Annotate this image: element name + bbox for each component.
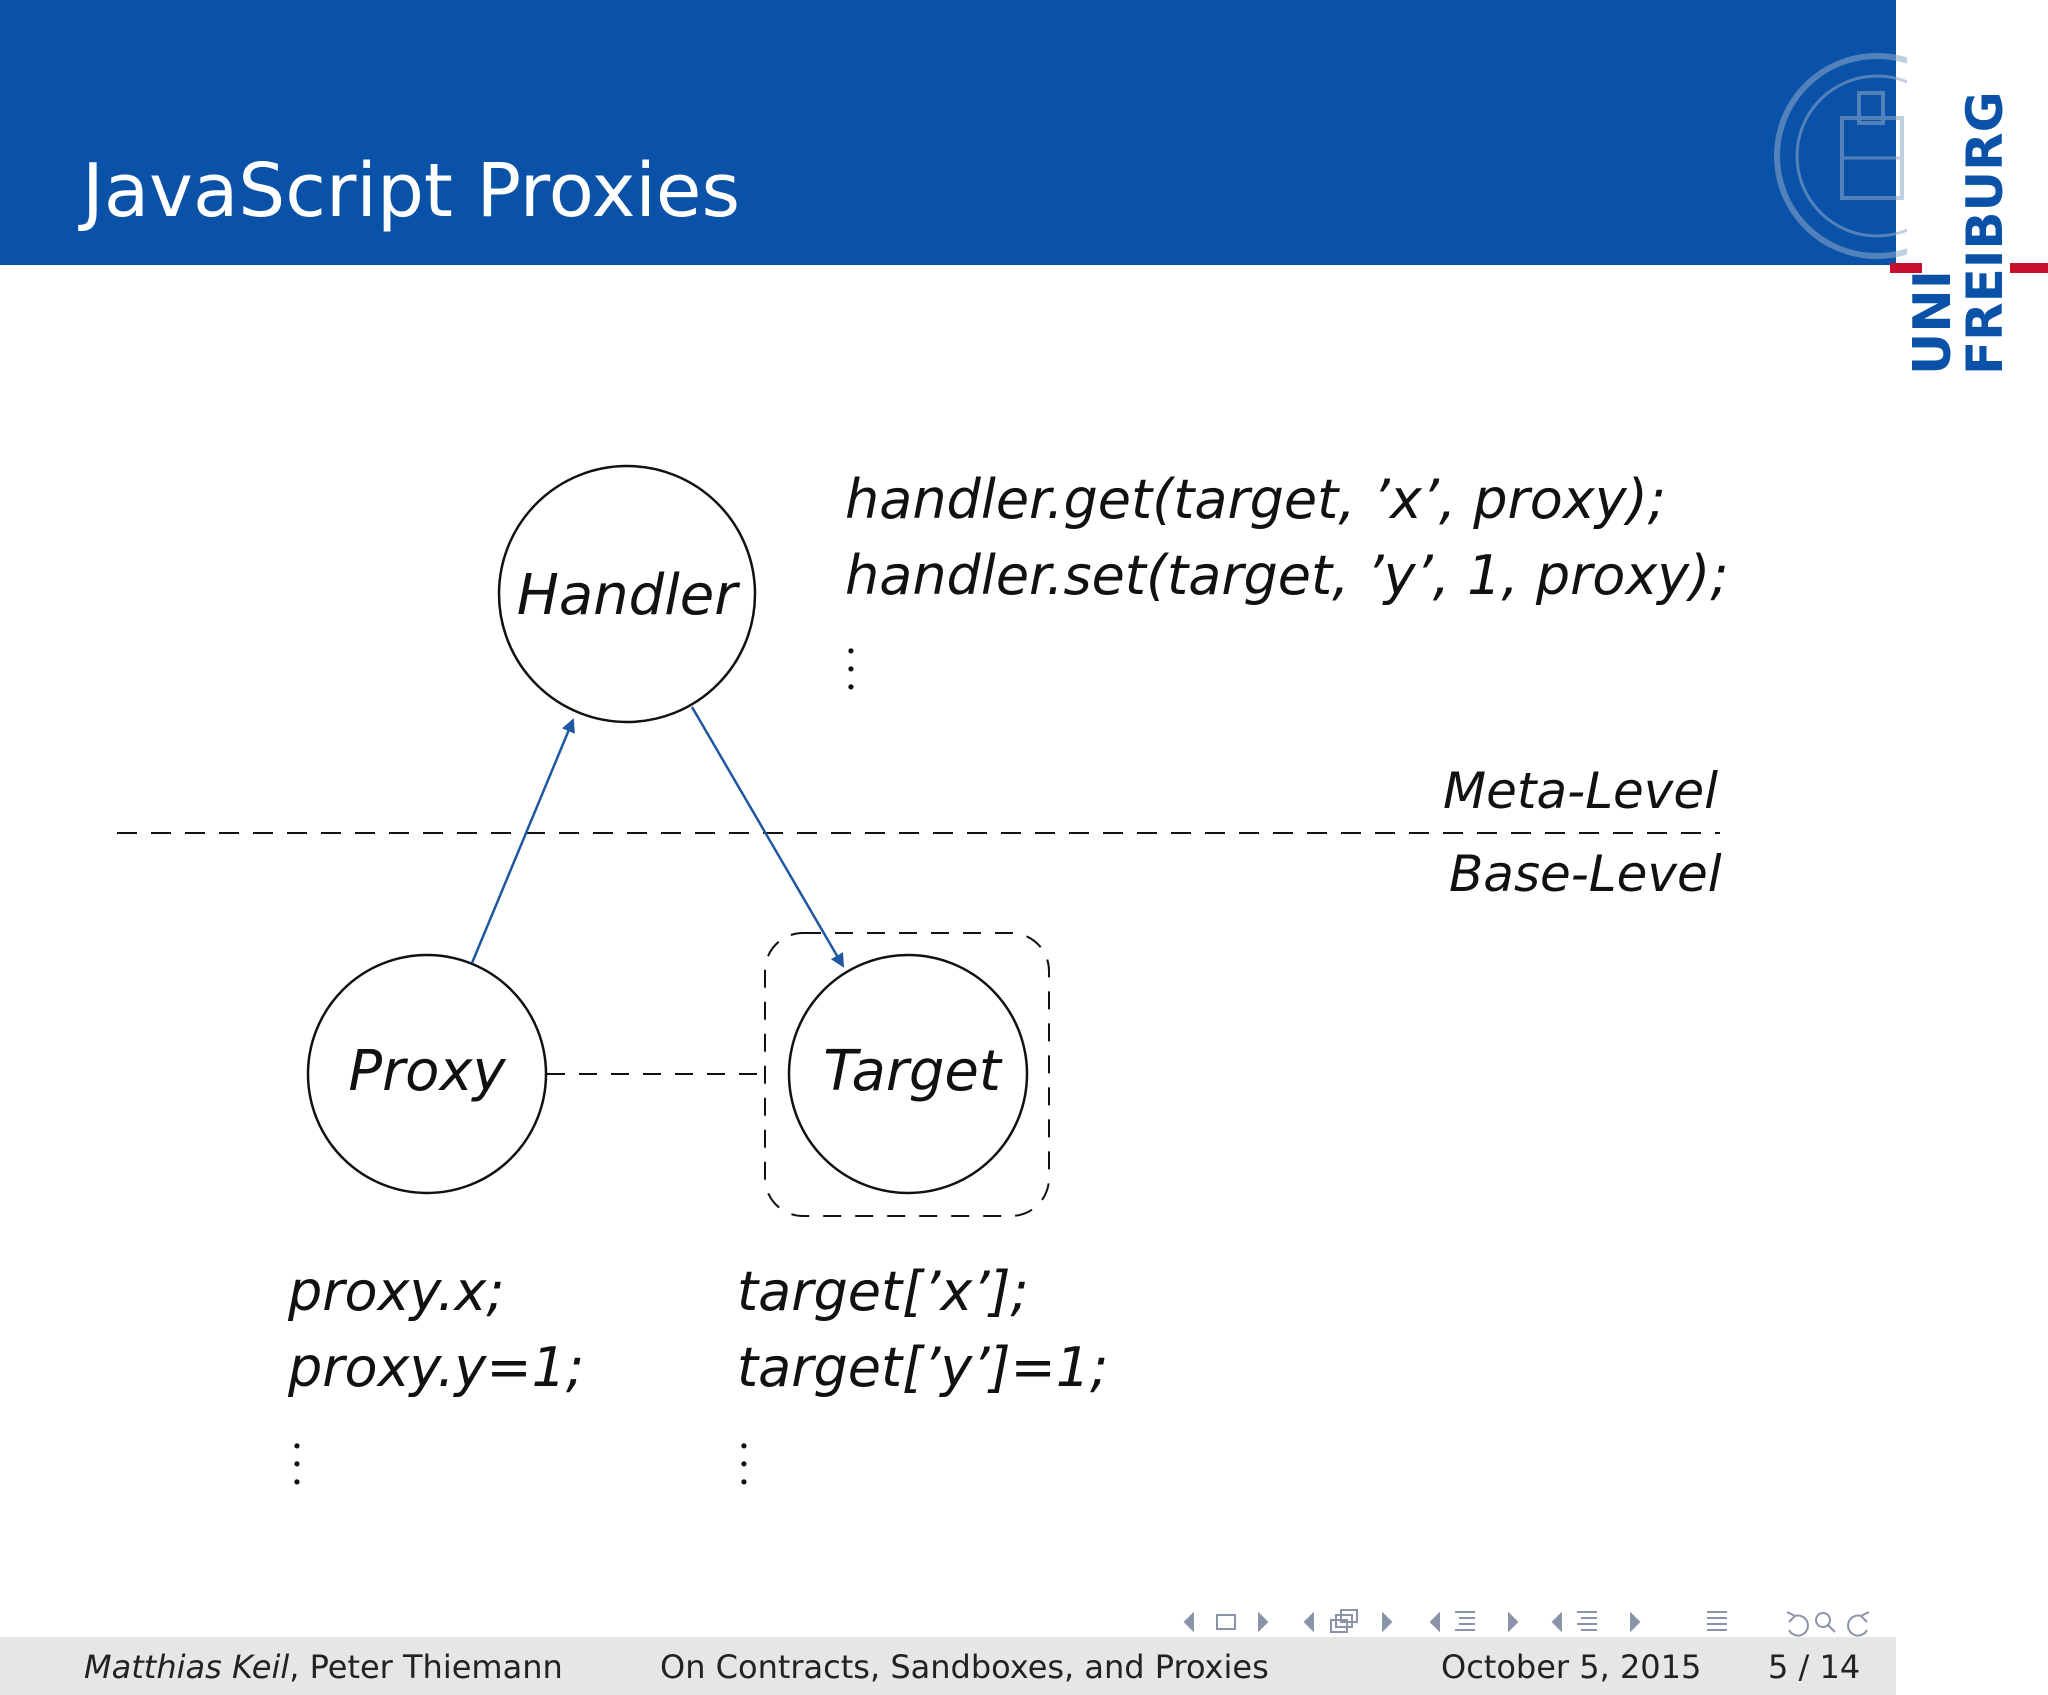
footer-date: October 5, 2015 bbox=[1441, 1648, 1702, 1686]
nav-search-icon[interactable] bbox=[1815, 1612, 1836, 1633]
proxy-set-line: proxy.y=1; bbox=[288, 1336, 585, 1399]
nav-subsection-icon[interactable] bbox=[1455, 1611, 1475, 1631]
handler-node: Handler bbox=[497, 464, 757, 724]
logo-freiburg-text: FREIBURG bbox=[1956, 95, 2014, 375]
proxy-code-ellipsis: ··· bbox=[290, 1424, 304, 1506]
uni-freiburg-logo: UNI FREIBURG bbox=[1890, 95, 2048, 375]
handler-to-target-arrow bbox=[690, 706, 845, 968]
nav-prev-frame-icon[interactable] bbox=[1303, 1611, 1314, 1633]
target-code-block: target[’x’]; target[’y’]=1; bbox=[737, 1254, 1108, 1406]
nav-next-section-icon[interactable] bbox=[1630, 1611, 1641, 1633]
proxy-to-handler-arrow bbox=[470, 718, 575, 964]
handler-code-block: handler.get(target, ’x’, proxy); handler… bbox=[845, 462, 1729, 614]
nav-next-slide-icon[interactable] bbox=[1258, 1611, 1269, 1633]
logo-background bbox=[1896, 0, 2048, 1695]
footer-page-number: 5 / 14 bbox=[1768, 1648, 1861, 1686]
footer-author: Matthias Keil, Peter Thiemann bbox=[84, 1648, 563, 1686]
handler-get-line: handler.get(target, ’x’, proxy); bbox=[845, 468, 1666, 531]
meta-level-label: Meta-Level bbox=[1443, 762, 1719, 820]
nav-next-frame-icon[interactable] bbox=[1382, 1611, 1393, 1633]
nav-prev-slide-icon[interactable] bbox=[1183, 1611, 1194, 1633]
proxy-code-block: proxy.x; proxy.y=1; bbox=[288, 1254, 584, 1406]
target-label: Target bbox=[823, 1039, 1003, 1104]
proxy-node: Proxy bbox=[306, 953, 548, 1195]
handler-set-line: handler.set(target, ’y’, 1, proxy); bbox=[845, 544, 1729, 607]
slide-header: JavaScript Proxies bbox=[0, 0, 1896, 265]
nav-next-subsection-icon[interactable] bbox=[1508, 1611, 1519, 1633]
target-boundary bbox=[764, 932, 1050, 1217]
logo-uni-text: UNI bbox=[1903, 270, 1963, 375]
footer-author-rest: , Peter Thiemann bbox=[289, 1648, 563, 1686]
beamer-navigation bbox=[1183, 1609, 1870, 1637]
proxy-get-line: proxy.x; bbox=[288, 1260, 505, 1323]
footer-author-main: Matthias Keil bbox=[84, 1648, 290, 1686]
handler-label: Handler bbox=[517, 563, 740, 628]
target-code-ellipsis: ··· bbox=[737, 1424, 751, 1506]
slide-title: JavaScript Proxies bbox=[82, 148, 741, 234]
nav-prev-section-icon[interactable] bbox=[1551, 1611, 1562, 1633]
target-set-line: target[’y’]=1; bbox=[737, 1336, 1109, 1399]
footer-talk-title: On Contracts, Sandboxes, and Proxies bbox=[660, 1648, 1269, 1686]
base-level-label: Base-Level bbox=[1449, 845, 1722, 903]
proxy-label: Proxy bbox=[348, 1039, 506, 1104]
nav-document-icon[interactable] bbox=[1707, 1611, 1727, 1631]
target-get-line: target[’x’]; bbox=[737, 1260, 1029, 1323]
nav-prev-subsection-icon[interactable] bbox=[1429, 1611, 1440, 1633]
nav-forward-icon[interactable] bbox=[1847, 1611, 1870, 1637]
nav-section-icon[interactable] bbox=[1577, 1611, 1597, 1631]
nav-frame-icon[interactable] bbox=[1330, 1609, 1358, 1633]
target-node: Target bbox=[787, 953, 1029, 1195]
handler-code-ellipsis: ··· bbox=[844, 629, 858, 711]
nav-back-icon[interactable] bbox=[1786, 1611, 1809, 1637]
slide-footer: Matthias Keil, Peter Thiemann On Contrac… bbox=[0, 1637, 1896, 1695]
university-seal-icon bbox=[1774, 53, 1907, 259]
nav-slide-icon[interactable] bbox=[1216, 1614, 1236, 1630]
